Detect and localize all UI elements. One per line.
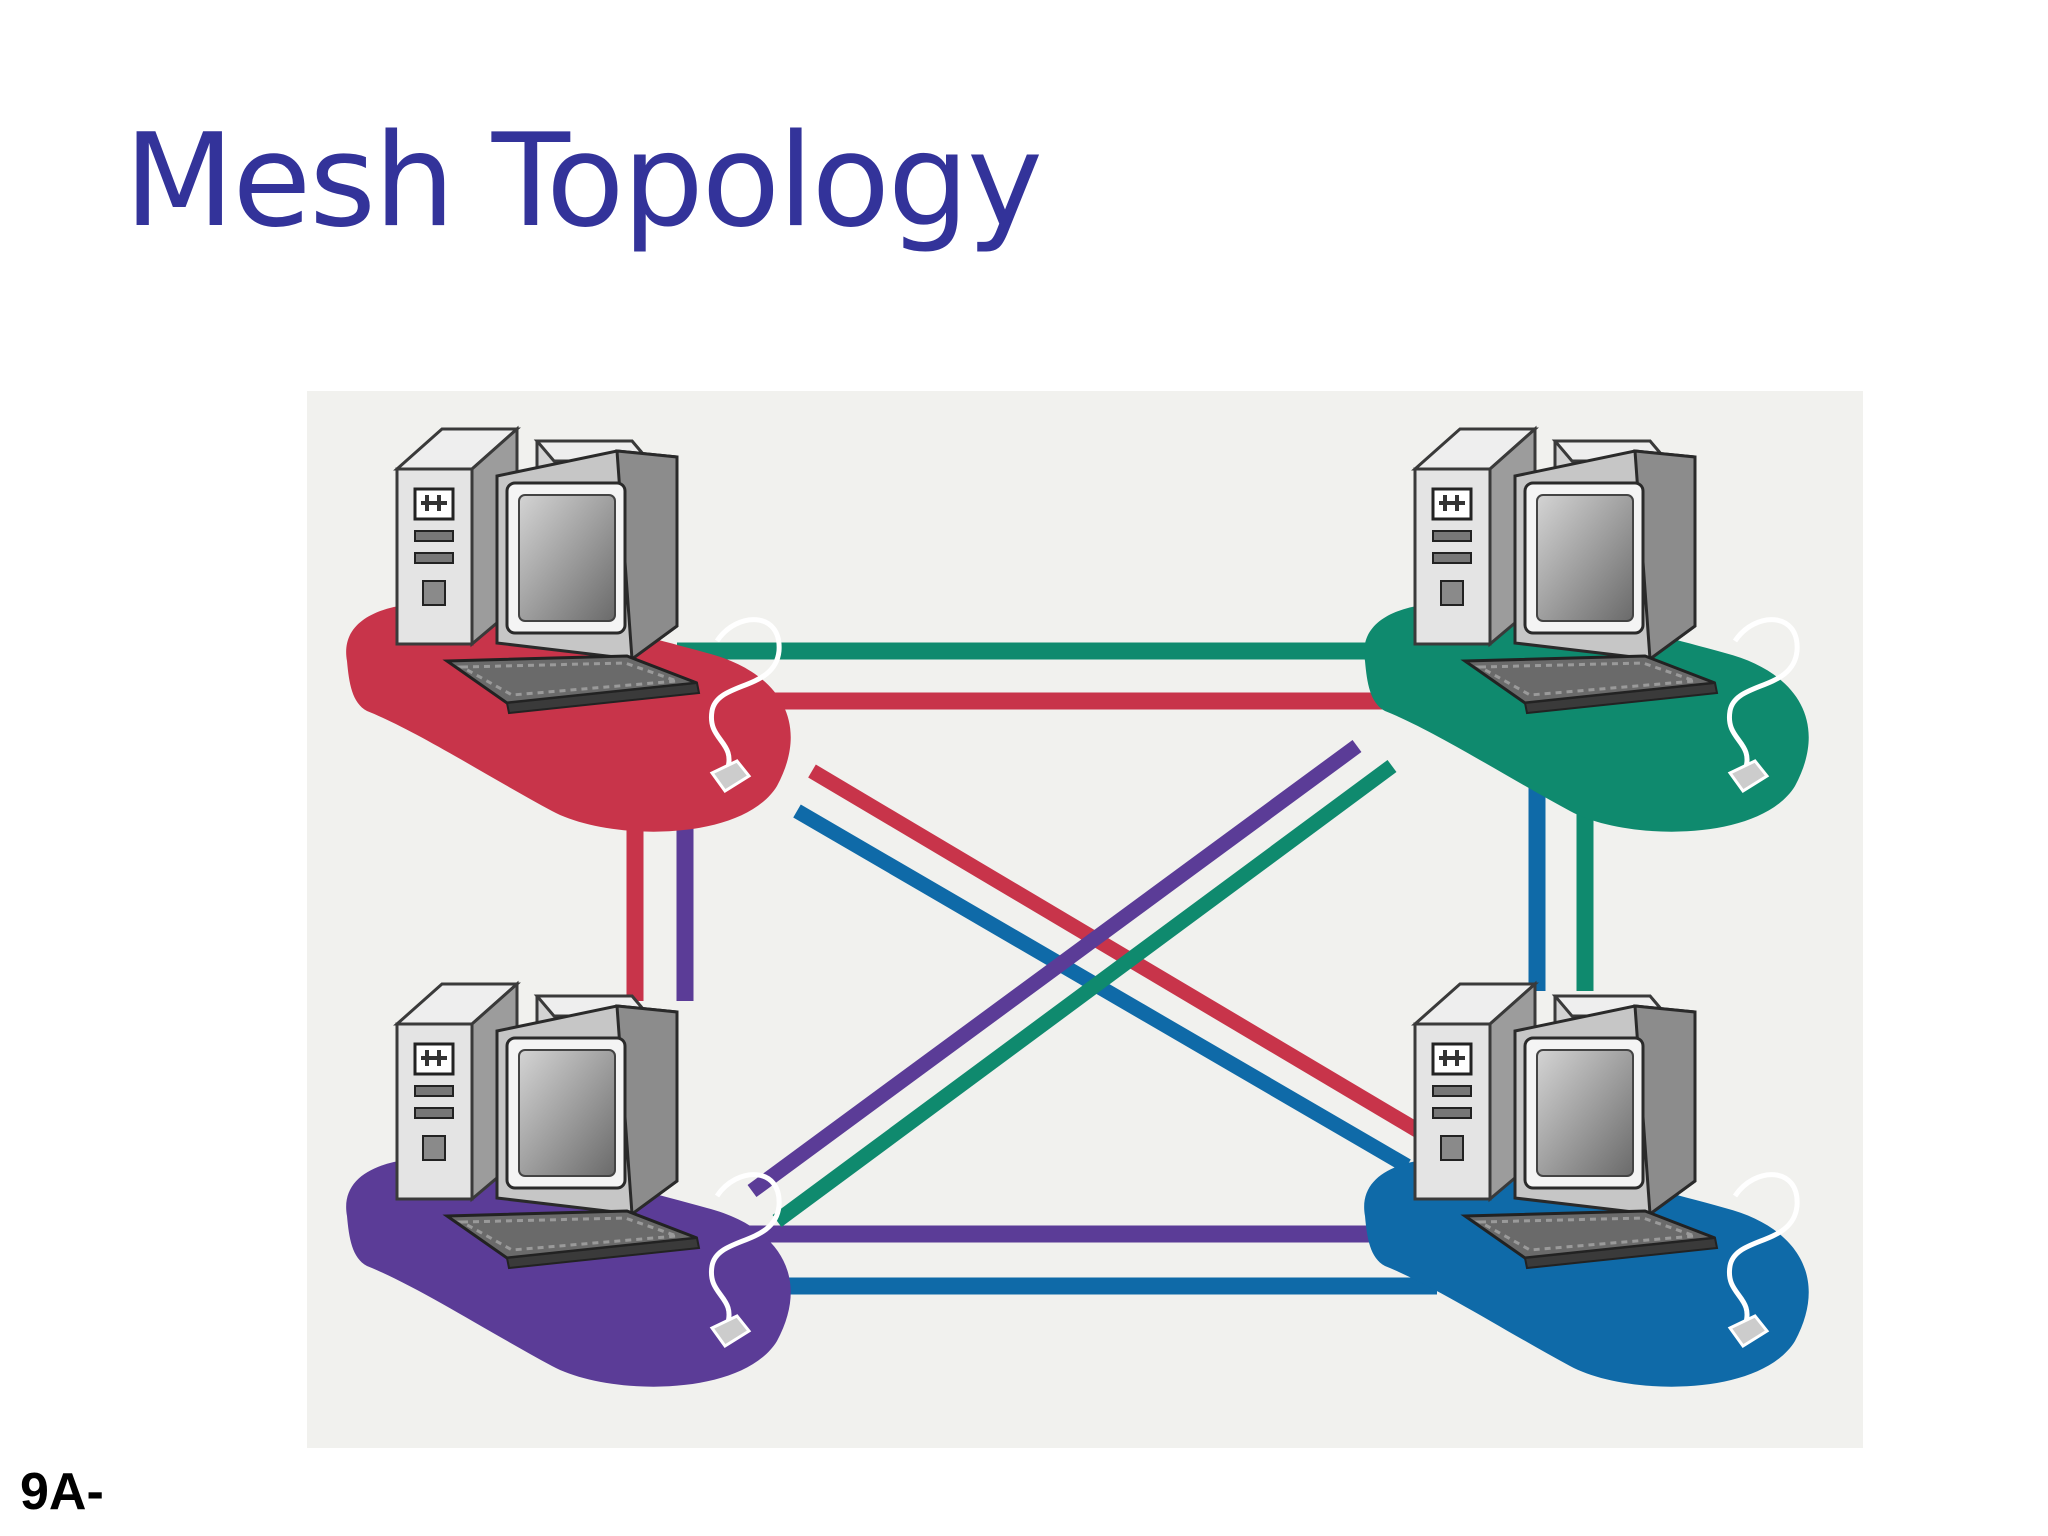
node-bottom-left	[346, 984, 791, 1387]
link-diag-purple	[747, 739, 1362, 1198]
node-top-right	[1364, 429, 1809, 832]
node-bottom-right	[1364, 984, 1809, 1387]
link-diag-teal	[772, 759, 1397, 1228]
slide-number: 9A-	[20, 1463, 104, 1521]
slide-title: Mesh Topology	[124, 107, 1043, 256]
node-top-left	[346, 429, 791, 832]
link-diag-red	[808, 764, 1431, 1143]
mesh-topology-diagram	[307, 391, 1863, 1448]
diagram-canvas	[346, 391, 1809, 1387]
